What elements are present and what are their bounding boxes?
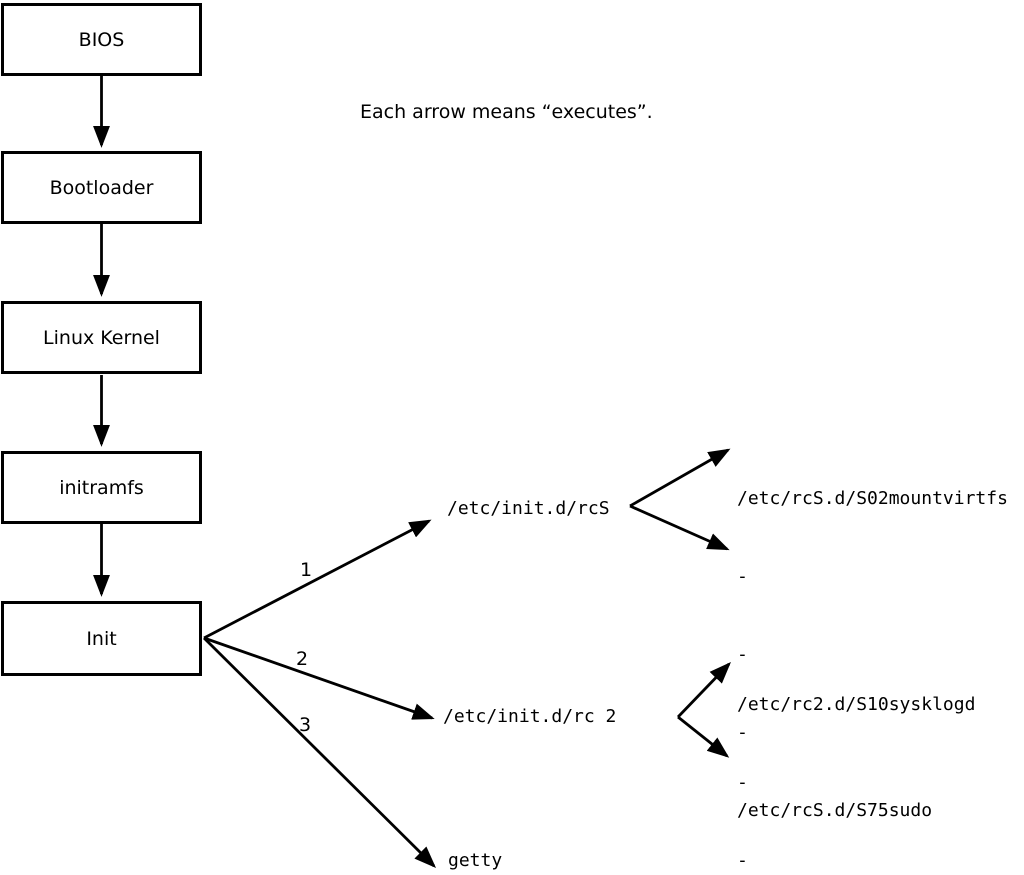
arrow-number-3: 3	[299, 714, 312, 736]
node-bios-label: BIOS	[78, 28, 125, 51]
rcs-script-last: /etc/rcS.d/S75sudo	[737, 800, 933, 821]
arrow-rcs-to-s02mountvirtfs	[629, 448, 731, 508]
rcs-script-dash: -	[737, 644, 748, 665]
node-bios: BIOS	[1, 3, 202, 76]
arrow-init-to-rc2	[203, 636, 435, 720]
arrow-number-1: 1	[300, 559, 313, 581]
node-bootloader-label: Bootloader	[49, 176, 154, 199]
rcs-script-dash: -	[737, 722, 748, 743]
node-linux-kernel: Linux Kernel	[1, 301, 202, 374]
arrow-rcs-to-s75sudo	[629, 504, 730, 551]
rc2-script-dash: -	[737, 772, 748, 793]
target-getty: getty	[448, 850, 503, 871]
rc2-script-list: /etc/rc2.d/S10sysklogd - - - /etc/rc2.d/…	[737, 640, 975, 875]
arrow-init-to-getty	[203, 637, 437, 869]
target-rcs-script: /etc/init.d/rcS	[447, 498, 610, 519]
node-init: Init	[1, 601, 202, 676]
arrow-number-2: 2	[296, 648, 309, 670]
legend-note: Each arrow means “executes”.	[360, 101, 653, 123]
arrow-rc2-to-s10sysklogd	[676, 661, 731, 718]
node-bootloader: Bootloader	[1, 151, 202, 224]
rc2-script-dash: -	[737, 850, 748, 871]
rc2-script-first: /etc/rc2.d/S10sysklogd	[737, 694, 976, 715]
node-initramfs: initramfs	[1, 451, 202, 524]
rcs-script-list: /etc/rcS.d/S02mountvirtfs - - - /etc/rcS…	[737, 434, 1008, 875]
arrow-init-to-rcs	[203, 519, 432, 640]
rcs-script-first: /etc/rcS.d/S02mountvirtfs	[737, 488, 1008, 509]
node-init-label: Init	[86, 627, 117, 650]
node-linux-kernel-label: Linux Kernel	[43, 326, 160, 349]
target-rc2-script: /etc/init.d/rc 2	[443, 706, 617, 727]
node-initramfs-label: initramfs	[59, 476, 144, 499]
arrow-rc2-to-s99gdm	[677, 715, 730, 758]
rcs-script-dash: -	[737, 566, 748, 587]
